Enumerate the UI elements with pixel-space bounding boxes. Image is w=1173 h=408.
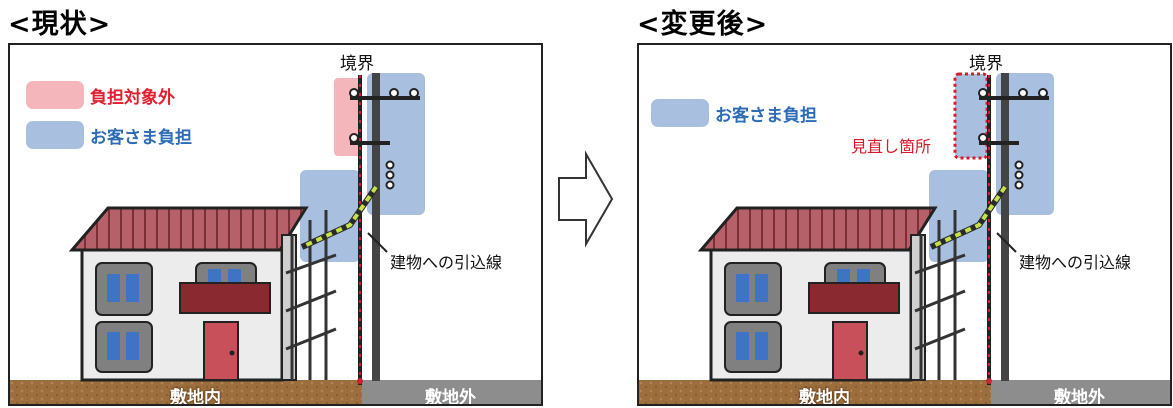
legend-swatch-customer-burden <box>26 121 84 149</box>
ground-inside-label: 敷地内 <box>170 388 221 406</box>
after-change-heading: <変更後> <box>637 9 769 40</box>
after-change-panel: 境界 お客さま負担 見直し箇所 建物への引込線 敷地内 敷地外 <box>637 43 1172 406</box>
ground-outside-label: 敷地外 <box>425 388 476 406</box>
after-change-scene <box>639 72 1170 404</box>
legend-swatch-customer-burden <box>651 99 709 127</box>
balcony <box>179 282 271 314</box>
ground-outside-area <box>362 380 541 404</box>
current-panel: 境界 負担対象外 お客さま負担 建物への引込線 敷地内 敷地外 <box>8 43 543 406</box>
legend-swatch-not-covered <box>26 81 84 109</box>
ground-outside-label: 敷地外 <box>1054 388 1105 406</box>
ground-inside-label: 敷地内 <box>799 388 850 406</box>
customer-burden-area-pole <box>367 73 425 215</box>
current-heading: <現状> <box>8 9 112 40</box>
legend-customer-burden-label: お客さま負担 <box>90 128 192 148</box>
drop-wire-label: 建物への引込線 <box>390 253 503 272</box>
ground-outside-area <box>991 380 1170 404</box>
window <box>95 262 153 316</box>
boundary-label: 境界 <box>340 54 374 74</box>
boundary-label: 境界 <box>969 54 1003 74</box>
legend-not-covered-label: 負担対象外 <box>90 88 175 108</box>
current-scene <box>10 73 541 404</box>
window <box>95 321 153 373</box>
utility-pole <box>1001 73 1009 381</box>
review-area <box>953 72 989 160</box>
drop-wire-label: 建物への引込線 <box>1019 253 1132 272</box>
house-roof <box>68 206 309 252</box>
customer-burden-area-pole <box>996 73 1054 215</box>
balcony <box>808 282 900 314</box>
window <box>724 262 782 316</box>
house-roof <box>697 206 938 252</box>
legend-customer-burden-label: お客さま負担 <box>715 106 817 126</box>
right-arrow-icon <box>558 150 614 248</box>
utility-pole <box>372 73 380 381</box>
review-point-label: 見直し箇所 <box>851 137 932 156</box>
window <box>724 321 782 373</box>
